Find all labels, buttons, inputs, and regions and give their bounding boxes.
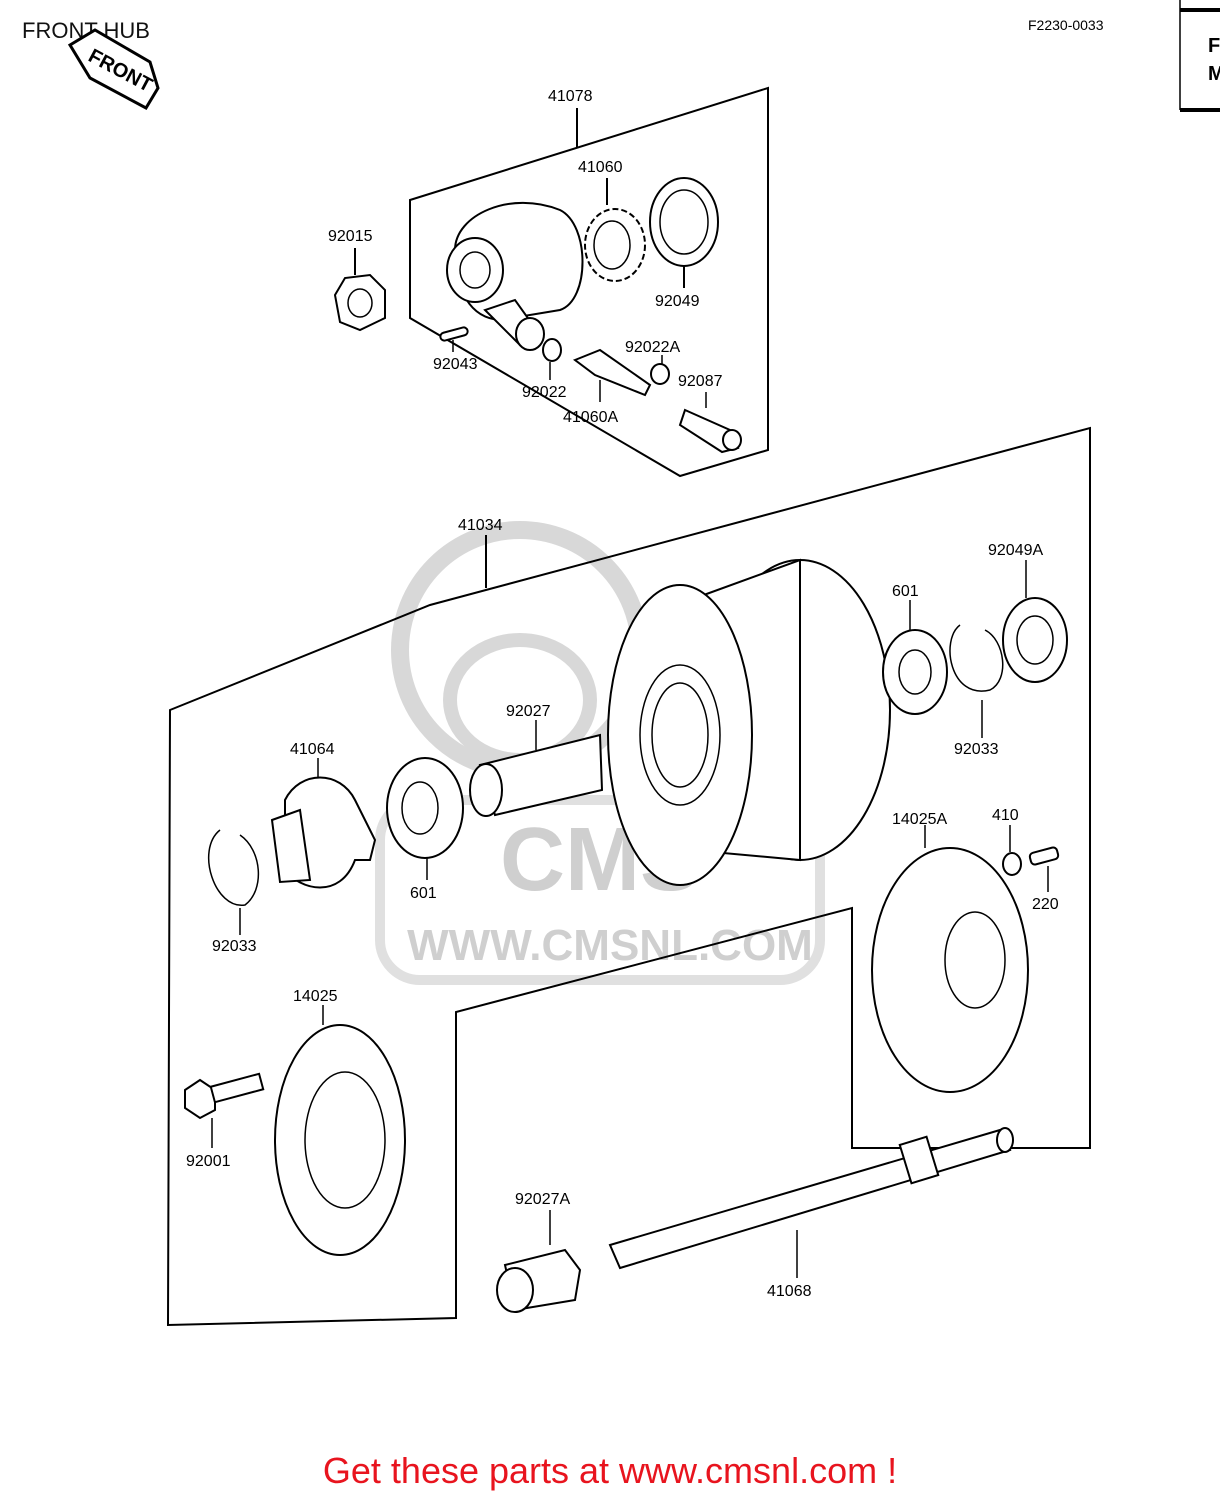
part-label-92022A: 92022A <box>625 339 680 356</box>
part-label-92022: 92022 <box>522 384 567 401</box>
part-label-92027: 92027 <box>506 703 551 720</box>
bolt-part <box>184 1072 265 1148</box>
part-label-41034: 41034 <box>458 517 503 534</box>
screw-220-part <box>1028 846 1060 892</box>
part-label-14025: 14025 <box>293 988 338 1005</box>
part-label-41060A: 41060A <box>563 409 618 426</box>
washer-part <box>542 338 562 380</box>
brake-panel-right-part <box>871 825 1029 1093</box>
part-label-14025A: 14025A <box>892 811 947 828</box>
part-label-41078: 41078 <box>548 88 593 105</box>
bushing-part <box>678 392 742 454</box>
speedometer-gear-assembly-box <box>409 86 769 478</box>
circlip-right-part <box>949 624 1004 738</box>
part-label-92049A: 92049A <box>988 542 1043 559</box>
gear-housing-part <box>446 201 584 351</box>
part-label-92027A: 92027A <box>515 1191 570 1208</box>
part-label-601-right: 601 <box>892 583 919 600</box>
call-to-action-link[interactable]: Get these parts at www.cmsnl.com ! <box>322 1450 898 1491</box>
oil-seal-part <box>649 177 719 288</box>
collar-a-part <box>496 1210 582 1313</box>
washer-a-part <box>650 355 670 385</box>
hub-body-part <box>607 558 891 886</box>
part-label-92049: 92049 <box>655 293 700 310</box>
bearing-right-part <box>882 600 948 715</box>
part-label-220: 220 <box>1032 896 1059 913</box>
bearing-left-part <box>386 757 464 880</box>
washer-410-part <box>1002 825 1022 876</box>
part-label-92087: 92087 <box>678 373 723 390</box>
side-panel-letter-1: F <box>1208 35 1220 57</box>
axle-part <box>608 1127 1014 1278</box>
part-label-92033-left: 92033 <box>212 938 257 955</box>
collar-part <box>469 720 604 817</box>
part-label-410: 410 <box>992 807 1019 824</box>
front-arrow-icon: FRONT <box>67 28 160 110</box>
brake-panel-left-part <box>274 1005 406 1256</box>
watermark-helmet-icon <box>391 521 649 779</box>
circlip-left-part <box>207 829 259 935</box>
drive-gear-part <box>584 178 646 282</box>
hub-cover-part <box>270 758 377 889</box>
hub-assembly-box <box>166 426 1091 1327</box>
watermark-url-text: WWW.CMSNL.COM <box>407 921 813 970</box>
pin-part <box>439 326 469 352</box>
part-label-601-left: 601 <box>410 885 437 902</box>
part-label-92043: 92043 <box>433 356 478 373</box>
axle-nut-part <box>333 248 386 332</box>
part-label-92015: 92015 <box>328 228 373 245</box>
part-label-41060: 41060 <box>578 159 623 176</box>
pinion-gear-part <box>572 348 652 402</box>
side-panel-letter-2: M <box>1208 63 1220 85</box>
part-label-41068: 41068 <box>767 1283 812 1300</box>
part-label-92033-right: 92033 <box>954 741 999 758</box>
oil-seal-right-part <box>1002 560 1068 683</box>
side-panel: F M <box>1179 0 1220 112</box>
part-label-92001: 92001 <box>186 1153 231 1170</box>
diagram-code: F2230-0033 <box>1028 17 1104 33</box>
part-label-41064: 41064 <box>290 741 335 758</box>
